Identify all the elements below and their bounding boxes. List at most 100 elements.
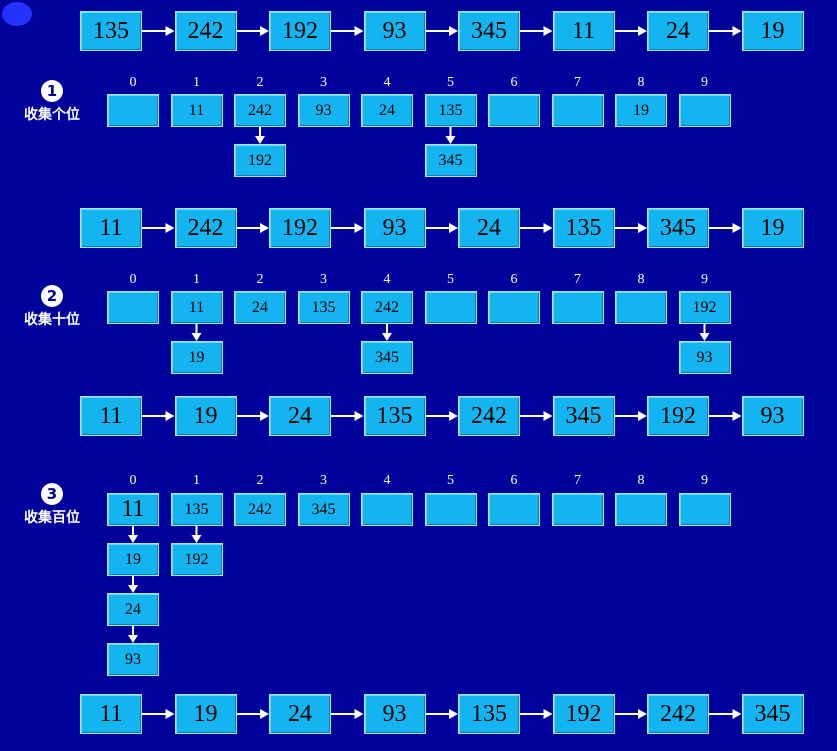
bucket-index: 6 xyxy=(510,75,518,90)
bucket-head-cell: 135 xyxy=(297,291,350,324)
sequence-cell: 242 xyxy=(647,694,709,734)
sequence-cell: 345 xyxy=(552,396,615,436)
step-label-text: 收集百位 xyxy=(24,510,80,526)
sequence-arrow-head xyxy=(638,411,647,421)
bucket-chain-arrow-head xyxy=(445,136,456,144)
sequence-arrow-head xyxy=(449,26,458,36)
sequence-cell: 24 xyxy=(647,11,709,51)
bucket-index: 6 xyxy=(510,473,518,488)
bucket-index: 7 xyxy=(574,75,581,90)
bucket-head-cell xyxy=(424,493,477,526)
sequence-arrow-head xyxy=(260,26,269,36)
sequence-cell: 192 xyxy=(647,396,709,436)
bucket-index: 9 xyxy=(701,473,708,488)
bucket-index: 0 xyxy=(129,75,137,90)
sequence-cell: 19 xyxy=(174,396,237,436)
bucket-head-cell xyxy=(551,94,604,127)
bucket-index: 3 xyxy=(320,75,327,90)
bucket-head-cell xyxy=(488,94,540,127)
bucket-index: 4 xyxy=(383,473,391,488)
sequence-cell: 242 xyxy=(458,396,520,436)
bucket-index: 0 xyxy=(129,272,137,287)
bucket-head-cell: 242 xyxy=(361,291,413,324)
bucket-chain-cell: 19 xyxy=(107,543,159,576)
sequence-arrow-head xyxy=(638,709,647,719)
sequence-cell: 135 xyxy=(80,11,142,51)
bucket-index: 2 xyxy=(256,75,264,90)
bucket-head-cell: 135 xyxy=(424,94,477,127)
sequence-arrow-head xyxy=(732,223,742,233)
sequence-cell: 93 xyxy=(363,11,426,51)
sequence-cell: 24 xyxy=(269,396,331,436)
sequence-arrow-head xyxy=(543,26,553,36)
sequence-cell: 19 xyxy=(741,208,804,248)
sequence-arrow-head xyxy=(543,709,553,719)
sequence-cell: 19 xyxy=(741,11,804,51)
bucket-index: 1 xyxy=(193,75,200,90)
bucket-index: 9 xyxy=(701,272,708,287)
bucket-head-cell xyxy=(361,493,413,526)
step-number-badge: 2 xyxy=(41,285,63,307)
bucket-head-cell: 93 xyxy=(297,94,350,127)
sequence-arrow-head xyxy=(260,411,269,421)
bucket-chain-cell: 93 xyxy=(678,341,731,374)
bucket-head-cell xyxy=(678,94,731,127)
sequence-arrow-head xyxy=(449,223,458,233)
corner-badge xyxy=(2,2,32,26)
sequence-arrow-head xyxy=(638,26,647,36)
sequence-arrow-head xyxy=(165,223,175,233)
bucket-index: 4 xyxy=(383,272,391,287)
bucket-head-cell: 11 xyxy=(170,94,223,127)
sequence-cell: 192 xyxy=(552,694,615,734)
bucket-head-cell xyxy=(678,493,731,526)
sequence-cell: 24 xyxy=(269,694,331,734)
bucket-index: 6 xyxy=(510,272,518,287)
bucket-index: 2 xyxy=(256,473,264,488)
sequence-cell: 11 xyxy=(80,694,142,734)
sequence-arrow-head xyxy=(543,223,553,233)
bucket-head-cell: 192 xyxy=(678,291,731,324)
sequence-arrow-head xyxy=(260,223,269,233)
bucket-index: 8 xyxy=(637,272,645,287)
sequence-cell: 19 xyxy=(174,694,237,734)
bucket-head-cell xyxy=(615,291,667,324)
bucket-head-cell xyxy=(551,291,604,324)
bucket-head-cell: 345 xyxy=(297,493,350,526)
bucket-head-cell xyxy=(107,94,159,127)
sequence-arrow-head xyxy=(354,26,364,36)
bucket-chain-cell: 93 xyxy=(107,643,159,676)
bucket-head-cell: 24 xyxy=(361,94,413,127)
pass-step-label: 2 收集十位 xyxy=(12,285,92,329)
bucket-chain-cell: 345 xyxy=(424,144,477,177)
bucket-index: 7 xyxy=(574,272,581,287)
bucket-head-cell xyxy=(424,291,477,324)
sequence-arrow-head xyxy=(638,223,647,233)
sequence-arrow-head xyxy=(165,709,175,719)
sequence-arrow-head xyxy=(449,411,458,421)
sequence-arrow-head xyxy=(354,223,364,233)
bucket-chain-arrow-head xyxy=(255,136,265,144)
sequence-cell: 11 xyxy=(80,208,142,248)
bucket-chain-arrow-head xyxy=(128,635,138,643)
step-number-badge: 1 xyxy=(41,80,63,102)
sequence-cell: 135 xyxy=(552,208,615,248)
sequence-arrow-head xyxy=(354,709,364,719)
sequence-cell: 345 xyxy=(458,11,520,51)
sequence-cell: 135 xyxy=(363,396,426,436)
sequence-cell: 242 xyxy=(174,11,237,51)
bucket-index: 4 xyxy=(383,75,391,90)
sequence-cell: 93 xyxy=(363,694,426,734)
step-label-text: 收集十位 xyxy=(24,312,80,328)
bucket-head-cell: 24 xyxy=(234,291,286,324)
sequence-arrow-head xyxy=(449,709,458,719)
bucket-chain-arrow-head xyxy=(191,333,202,341)
bucket-index: 9 xyxy=(701,75,708,90)
bucket-head-cell xyxy=(488,493,540,526)
bucket-head-cell: 11 xyxy=(170,291,223,324)
bucket-index: 1 xyxy=(193,473,200,488)
bucket-index: 1 xyxy=(193,272,200,287)
